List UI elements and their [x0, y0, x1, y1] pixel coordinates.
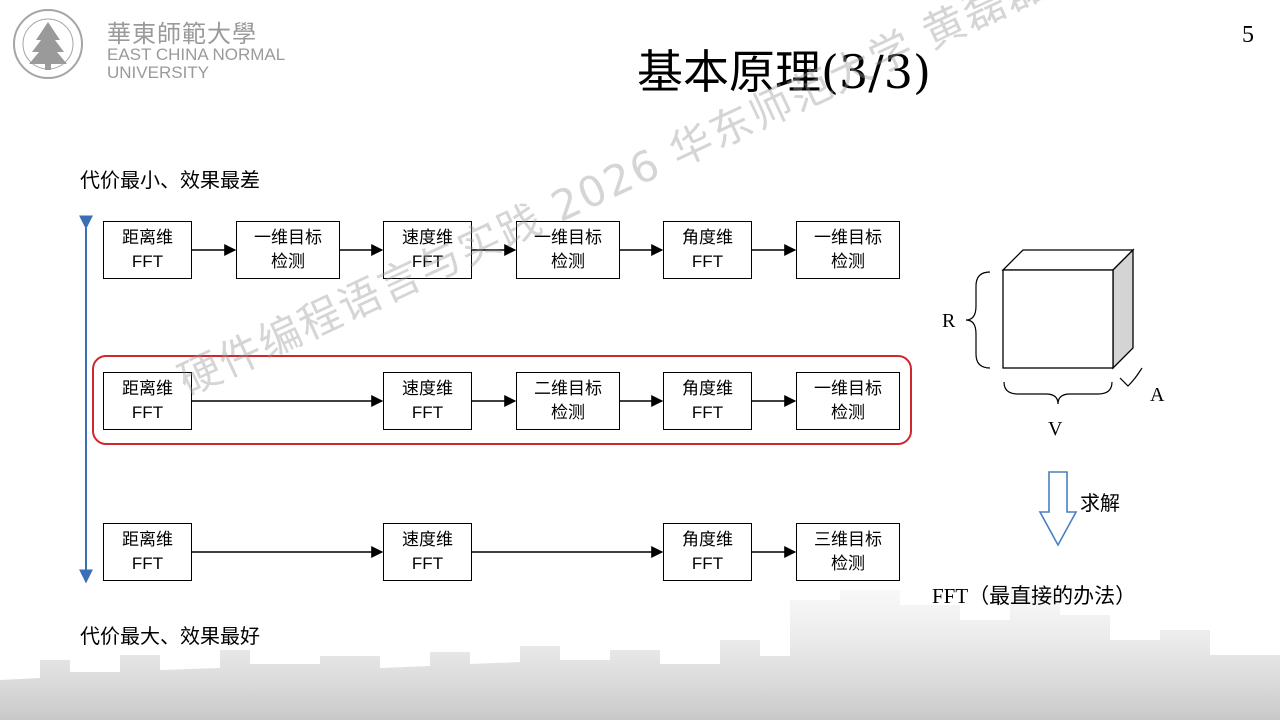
box-label-cn: 速度维	[402, 528, 453, 552]
row3-box-range-fft: 距离维 FFT	[103, 523, 192, 581]
row1-box-1d-detection: 一维目标 检测	[236, 221, 340, 279]
box-label-en: FFT	[412, 552, 443, 576]
cube-label-r: R	[942, 310, 955, 333]
box-label-cn: 检测	[271, 250, 305, 274]
box-label-en: FFT	[692, 401, 723, 425]
cube-label-v: V	[1048, 418, 1062, 441]
box-label-cn: 一维目标	[814, 226, 882, 250]
row1-box-1d-detection: 一维目标 检测	[796, 221, 900, 279]
row1-box-angle-fft: 角度维 FFT	[663, 221, 752, 279]
solve-label: 求解	[1080, 487, 1120, 516]
box-label-cn: 一维目标	[814, 377, 882, 401]
cube-front-face	[1003, 270, 1113, 368]
fft-method-label: FFT（最直接的办法）	[932, 580, 1136, 610]
box-label-cn: 速度维	[402, 377, 453, 401]
box-label-cn: 角度维	[682, 377, 733, 401]
box-label-cn: 三维目标	[814, 528, 882, 552]
solve-arrow	[1040, 472, 1076, 545]
cube-label-a: A	[1150, 384, 1164, 407]
row2-box-2d-detection: 二维目标 检测	[516, 372, 620, 430]
brace-v	[1004, 382, 1112, 404]
cube-side-face	[1113, 250, 1133, 368]
box-label-cn: 检测	[551, 250, 585, 274]
fft-method-cn: （最直接的办法）	[968, 584, 1136, 608]
box-label-cn: 角度维	[682, 226, 733, 250]
box-label-cn: 一维目标	[254, 226, 322, 250]
box-label-cn: 距离维	[122, 377, 173, 401]
row2-box-range-fft: 距离维 FFT	[103, 372, 192, 430]
cube-top-face	[1003, 250, 1133, 270]
brace-a	[1120, 368, 1142, 386]
row3-box-3d-detection: 三维目标 检测	[796, 523, 900, 581]
row2-box-angle-fft: 角度维 FFT	[663, 372, 752, 430]
box-label-cn: 检测	[831, 401, 865, 425]
box-label-en: FFT	[132, 401, 163, 425]
radar-cube-diagram	[920, 240, 1180, 560]
row2-box-1d-detection: 一维目标 检测	[796, 372, 900, 430]
row3-box-velocity-fft: 速度维 FFT	[383, 523, 472, 581]
box-label-en: FFT	[692, 250, 723, 274]
fft-method-en: FFT	[932, 584, 968, 608]
box-label-cn: 二维目标	[534, 377, 602, 401]
brace-r	[966, 272, 990, 368]
box-label-cn: 检测	[831, 552, 865, 576]
row2-box-velocity-fft: 速度维 FFT	[383, 372, 472, 430]
row1-box-range-fft: 距离维 FFT	[103, 221, 192, 279]
row3-box-angle-fft: 角度维 FFT	[663, 523, 752, 581]
box-label-en: FFT	[132, 552, 163, 576]
box-label-cn: 检测	[831, 250, 865, 274]
box-label-en: FFT	[132, 250, 163, 274]
box-label-en: FFT	[412, 401, 443, 425]
box-label-cn: 距离维	[122, 528, 173, 552]
box-label-cn: 角度维	[682, 528, 733, 552]
box-label-cn: 检测	[551, 401, 585, 425]
box-label-en: FFT	[692, 552, 723, 576]
box-label-cn: 距离维	[122, 226, 173, 250]
